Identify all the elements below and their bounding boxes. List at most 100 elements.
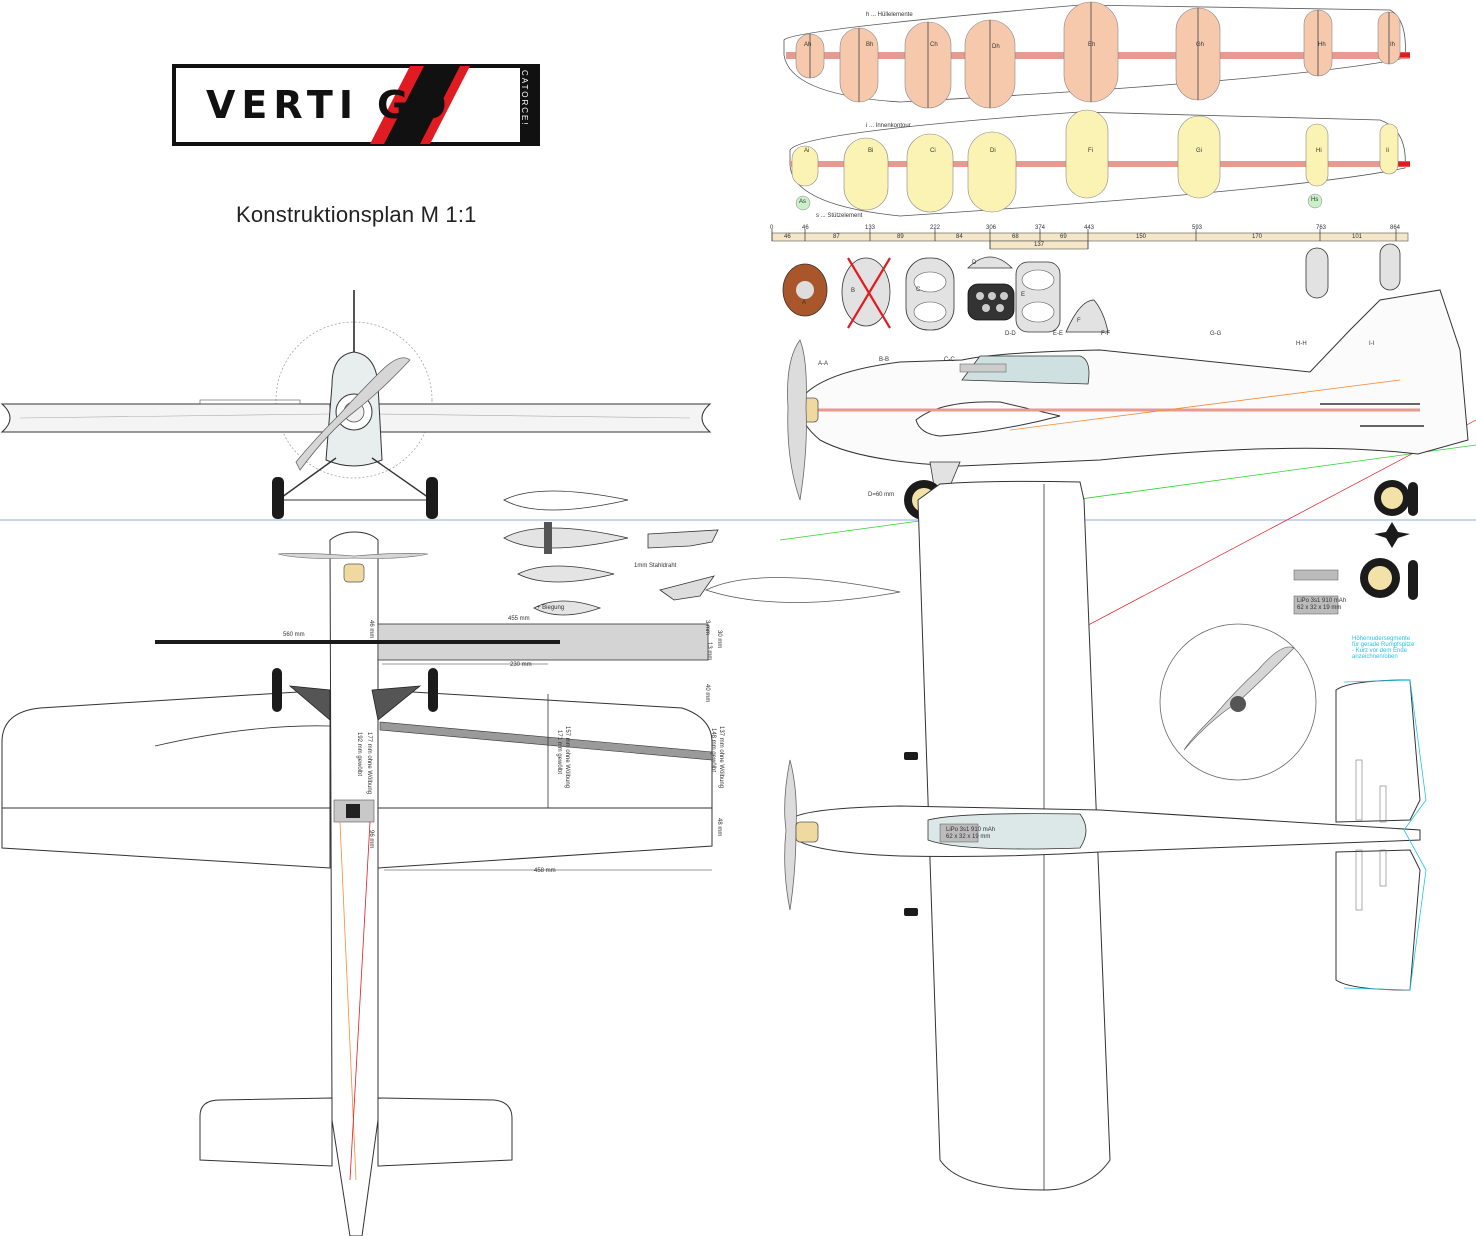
strip-bottom-label: s ... Stützelement bbox=[816, 213, 863, 219]
tick-0: 0 bbox=[770, 225, 774, 231]
cyan-note-2: für gerade Rumpfspitze bbox=[1352, 642, 1415, 648]
battery-size-top: 62 x 32 x 19 mm bbox=[946, 834, 991, 840]
former-ai: Ai bbox=[804, 148, 810, 154]
stab-width: 40 mm bbox=[704, 684, 710, 703]
part-b: B bbox=[851, 288, 856, 294]
seg-84: 84 bbox=[956, 234, 963, 240]
root-offset: 230 mm bbox=[510, 662, 532, 668]
tick-593: 593 bbox=[1192, 225, 1203, 231]
half-span: 455 mm bbox=[508, 616, 530, 622]
seg-170: 170 bbox=[1252, 234, 1263, 240]
section-gg: G-G bbox=[1210, 331, 1222, 337]
former-ii: Ii bbox=[1386, 148, 1389, 154]
strip-top-label: h ... Hüllelemente bbox=[866, 12, 913, 18]
part-c: C bbox=[916, 287, 921, 293]
wing-c: 177 mm ohne Wölbung bbox=[366, 732, 372, 795]
cyan-note-3: - Kurz vor dem Ende bbox=[1352, 648, 1408, 654]
former-eh: Eh bbox=[1088, 42, 1096, 48]
part-a: A bbox=[802, 300, 807, 306]
tick-374: 374 bbox=[1035, 225, 1046, 231]
part-f: F bbox=[1077, 318, 1081, 324]
spar-length: 560 mm bbox=[283, 632, 305, 638]
semi-span: 458 mm bbox=[534, 868, 556, 874]
former-dh: Dh bbox=[992, 44, 1000, 50]
seg-150: 150 bbox=[1136, 234, 1147, 240]
strip-mid-label: i ... Innenkontour bbox=[866, 123, 911, 129]
cyan-note-1: Höhenrudersegmente bbox=[1352, 636, 1411, 642]
seg-87: 87 bbox=[833, 234, 840, 240]
wing-d: 192 mm gewölbt bbox=[356, 732, 362, 777]
green-reference-line bbox=[779, 444, 1476, 541]
former-strip-middle bbox=[789, 109, 1410, 217]
former-di: Di bbox=[990, 148, 996, 154]
rib-b: 148 mm gewölbt bbox=[710, 728, 716, 773]
propeller-detail bbox=[1159, 623, 1317, 781]
section-bb: B-B bbox=[879, 357, 890, 363]
rib-a: 137 mm ohne Wölbung bbox=[718, 726, 724, 789]
tick-864: 864 bbox=[1390, 225, 1401, 231]
former-parts-row bbox=[782, 243, 1401, 333]
height-30: 30 mm bbox=[716, 630, 722, 649]
seg-68: 68 bbox=[1012, 234, 1019, 240]
fuselage-top: 96 mm bbox=[368, 830, 374, 849]
thickness: 3 mm bbox=[704, 620, 710, 635]
wing-a: 157 mm ohne Wölbung bbox=[564, 726, 570, 789]
tick-763: 763 bbox=[1316, 225, 1327, 231]
section-cc: C-C bbox=[944, 357, 955, 363]
tick-306: 306 bbox=[986, 225, 997, 231]
part-e: E bbox=[1021, 292, 1026, 298]
logo-go: GO bbox=[376, 83, 453, 127]
seg-89: 89 bbox=[897, 234, 904, 240]
wheel-parts bbox=[1293, 480, 1418, 615]
section-dd: D-D bbox=[1005, 331, 1016, 337]
former-gh: Gh bbox=[1196, 42, 1205, 48]
section-aa: A-A bbox=[818, 361, 829, 367]
battery-label-side: LiPo 3s1 910 mAh bbox=[1297, 598, 1347, 604]
former-bh: Bh bbox=[866, 42, 874, 48]
section-hh: H-H bbox=[1296, 341, 1307, 347]
seg-46: 46 bbox=[784, 234, 791, 240]
vertigo-logo bbox=[172, 64, 540, 146]
rib-details bbox=[503, 490, 901, 616]
former-bi: Bi bbox=[868, 148, 874, 154]
former-strip-top bbox=[783, 1, 1410, 109]
former-fi: Fi bbox=[1088, 148, 1093, 154]
red-reference-line bbox=[1059, 419, 1476, 641]
former-ci: Ci bbox=[930, 148, 936, 154]
tick-133: 133 bbox=[865, 225, 876, 231]
section-ff: F-F bbox=[1101, 331, 1111, 337]
tick-222: 222 bbox=[930, 225, 941, 231]
tick-46: 46 bbox=[802, 225, 809, 231]
tick-443: 443 bbox=[1084, 225, 1095, 231]
flap-width: 48 mm bbox=[716, 818, 722, 837]
former-ih: Ih bbox=[1390, 42, 1396, 48]
seg-69: 69 bbox=[1060, 234, 1067, 240]
seg-137: 137 bbox=[1034, 242, 1045, 248]
steel-wire: 1mm Stahldraht bbox=[634, 563, 677, 569]
seg-101: 101 bbox=[1352, 234, 1363, 240]
section-ee: E-E bbox=[1053, 331, 1064, 337]
logo-verti: VERTI bbox=[206, 83, 359, 127]
side-view bbox=[787, 289, 1469, 520]
station-ruler bbox=[771, 229, 1409, 250]
former-ch: Ch bbox=[930, 42, 938, 48]
logo-text: VERTI GO bbox=[206, 83, 452, 127]
wing-b: 171 mm gewölbt bbox=[556, 730, 562, 775]
top-view-right bbox=[784, 480, 1427, 1191]
height-13: 13 mm bbox=[706, 642, 712, 661]
former-hh: Hh bbox=[1318, 42, 1326, 48]
former-gi: Gi bbox=[1196, 148, 1202, 154]
support-hs: Hs bbox=[1311, 197, 1319, 203]
former-hi: Hi bbox=[1316, 148, 1322, 154]
wheel-dim: D=60 mm bbox=[868, 492, 895, 498]
former-ah: Ah bbox=[804, 42, 812, 48]
battery-size-side: 62 x 32 x 19 mm bbox=[1297, 605, 1342, 611]
part-d: D bbox=[972, 260, 977, 266]
wing-plan bbox=[1, 531, 713, 1236]
section-ii: I-I bbox=[1369, 341, 1375, 347]
fuselage-width: 46 mm bbox=[368, 620, 374, 639]
bending: + Biegung bbox=[537, 605, 565, 611]
plan-title: Konstruktionsplan M 1:1 bbox=[236, 202, 477, 227]
battery-label-top: LiPo 3s1 910 mAh bbox=[946, 827, 996, 833]
